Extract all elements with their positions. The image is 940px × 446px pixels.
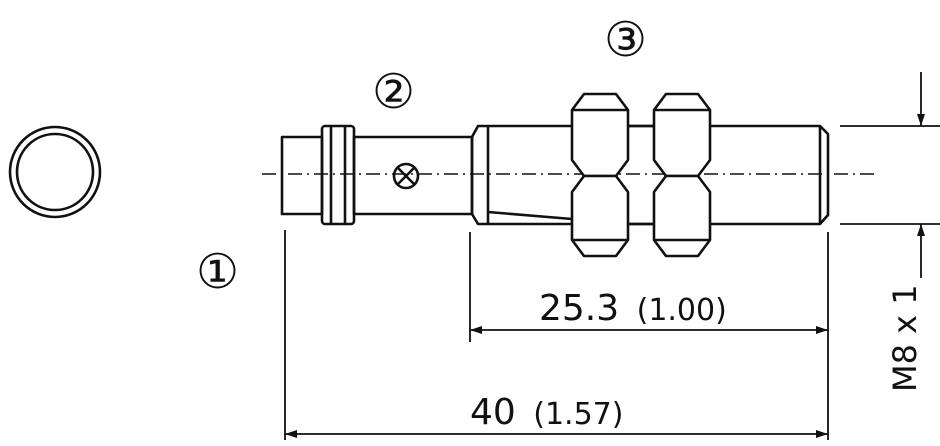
thread-length-inch: (1.00): [637, 293, 727, 328]
callout-3: ③: [604, 12, 647, 68]
overall-length-value: 40 (1.57): [470, 392, 623, 433]
hex-nut-1: [570, 92, 630, 258]
thread-spec-label: M8 x 1: [886, 284, 924, 392]
front-view-ring: [8, 125, 102, 219]
extension-lines: [284, 125, 940, 440]
overall-length-inch: (1.57): [533, 397, 623, 432]
hex-nut-2: [652, 92, 712, 258]
thread-length-value: 25.3 (1.00): [539, 288, 727, 329]
callout-1: ①: [196, 244, 239, 300]
connector-end: [280, 124, 356, 226]
led-indicator-icon: [392, 162, 420, 190]
threaded-section: [470, 124, 830, 226]
callout-2: ②: [372, 64, 415, 120]
housing-body: [352, 135, 474, 216]
